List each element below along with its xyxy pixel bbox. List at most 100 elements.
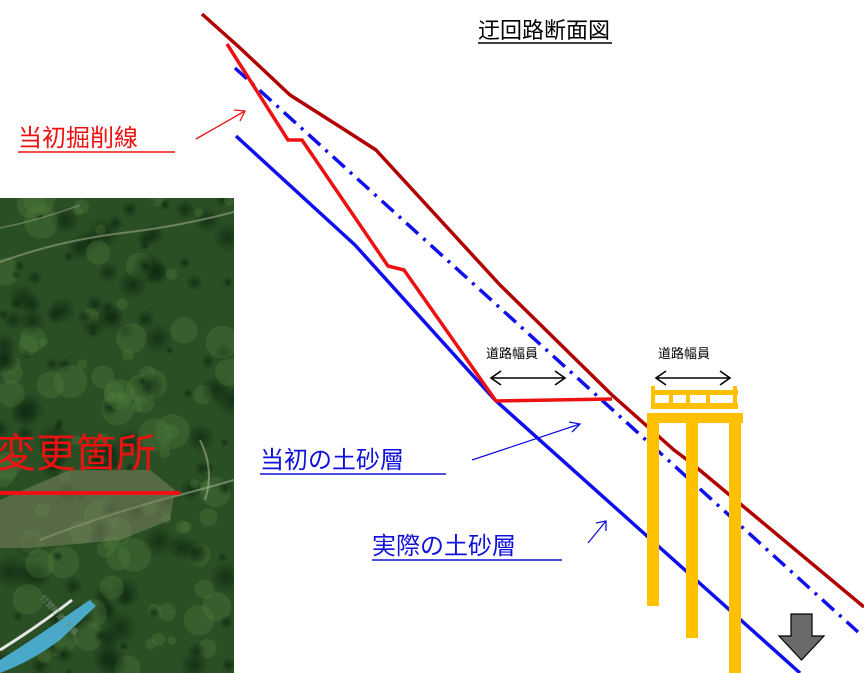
forest-canopy-patch	[116, 323, 147, 354]
forest-canopy-patch	[18, 335, 39, 356]
change-location-label: 変更箇所	[0, 431, 156, 477]
forest-canopy-patch	[13, 260, 26, 273]
forest-canopy-patch	[45, 305, 65, 325]
forest-canopy-patch	[200, 354, 216, 370]
forest-canopy-patch	[186, 641, 207, 661]
forest-canopy-patch	[11, 269, 22, 281]
forest-canopy-patch	[24, 204, 59, 239]
forest-canopy-patch	[39, 338, 48, 347]
forest-canopy-patch	[0, 554, 28, 590]
forest-canopy-patch	[193, 460, 210, 477]
forest-canopy-patch	[106, 546, 131, 571]
bridge-deck-lower	[651, 403, 738, 409]
forest-canopy-patch	[0, 419, 11, 440]
forest-canopy-patch	[217, 551, 228, 563]
bridge-rail	[686, 394, 690, 406]
forest-canopy-patch	[194, 207, 221, 234]
double-headed-arrow-icon	[489, 370, 567, 386]
thin-arrow-icon	[587, 520, 607, 544]
forest-canopy-patch	[145, 638, 156, 650]
forest-canopy-patch	[151, 632, 165, 647]
forest-canopy-patch	[121, 348, 135, 362]
road	[0, 598, 73, 652]
forest-canopy-patch	[174, 199, 196, 221]
bridge-rail	[651, 386, 655, 406]
forest-canopy-patch	[139, 240, 151, 251]
forest-canopy-patch	[95, 646, 129, 673]
forest-canopy-patch	[202, 592, 232, 622]
forest-canopy-patch	[215, 358, 234, 387]
forest-canopy-patch	[62, 575, 84, 597]
forest-canopy-patch	[99, 575, 124, 600]
forest-canopy-patch	[16, 198, 46, 219]
forest-canopy-patch	[9, 398, 39, 428]
forest-canopy-patch	[199, 508, 218, 527]
forest-canopy-patch	[209, 560, 234, 595]
forest-canopy-patch	[131, 402, 143, 413]
forest-canopy-patch	[185, 422, 216, 454]
forest-canopy-patch	[86, 240, 111, 265]
forest-canopy-patch	[23, 198, 55, 216]
forest-canopy-patch	[45, 357, 59, 371]
forest-canopy-patch	[100, 300, 115, 315]
forest-canopy-patch	[27, 564, 52, 589]
forest-canopy-patch	[0, 451, 21, 480]
forest-canopy-patch	[95, 224, 106, 236]
forest-canopy-patch	[154, 414, 190, 450]
forest-canopy-patch	[213, 198, 231, 208]
forest-canopy-patch	[167, 636, 177, 646]
forest-canopy-patch	[36, 422, 72, 458]
forest-canopy-patch	[36, 371, 64, 399]
forest-canopy-patch	[220, 437, 229, 447]
forest-canopy-patch	[26, 269, 43, 286]
forest-track	[0, 204, 81, 229]
forest-canopy-patch	[138, 418, 172, 452]
forest-canopy-patch	[213, 342, 234, 363]
forest-canopy-patch	[107, 390, 116, 400]
forest-canopy-patch	[2, 309, 25, 331]
forest-canopy-patch	[100, 398, 120, 417]
forest-canopy-patch	[132, 370, 165, 403]
forest-canopy-patch	[159, 447, 171, 459]
pile-middle	[686, 413, 698, 638]
diagram-title: 迂回路断面図	[478, 19, 610, 44]
forest-canopy-patch	[214, 383, 234, 419]
forest-canopy-patch	[179, 478, 203, 502]
forest-canopy-patch	[175, 520, 190, 534]
forest-canopy-patch	[91, 365, 115, 389]
forest-track	[199, 439, 210, 501]
forest-canopy-patch	[53, 644, 74, 665]
forest-canopy-patch	[21, 348, 32, 360]
forest-canopy-patch	[140, 261, 150, 271]
forest-canopy-patch	[116, 321, 135, 340]
forest-canopy-patch	[190, 479, 199, 488]
forest-canopy-patch	[71, 435, 82, 446]
forest-canopy-patch	[165, 268, 178, 280]
thin-arrow-icon	[471, 421, 582, 461]
forest-canopy-patch	[63, 251, 75, 263]
forest-canopy-patch	[149, 198, 164, 207]
forest-canopy-patch	[185, 273, 204, 292]
river	[0, 600, 96, 673]
forest-canopy-patch	[117, 392, 130, 404]
bridge-rail	[669, 394, 673, 406]
forest-canopy-patch	[148, 198, 158, 206]
forest-canopy-patch	[180, 521, 192, 533]
initial-soil-layer-label: 当初の土砂層	[260, 446, 404, 474]
forest-canopy-patch	[10, 297, 23, 310]
pile-left	[647, 413, 659, 606]
forest-canopy-patch	[194, 208, 204, 218]
forest-canopy-patch	[121, 200, 139, 218]
clearing	[0, 470, 175, 548]
forest-canopy-patch	[182, 388, 193, 399]
forest-canopy-patch	[80, 314, 106, 340]
aerial-photo-inset: 付替町道 下瀬 変更箇所	[0, 198, 234, 673]
road-width-label-right: 道路幅員	[658, 346, 710, 362]
forest-canopy-patch	[73, 199, 90, 215]
forest-canopy-patch	[118, 591, 134, 607]
bridge-structure	[647, 386, 743, 673]
forest-canopy-patch	[222, 276, 234, 289]
forest-canopy-patch	[115, 428, 145, 458]
forest-canopy-patch	[170, 317, 198, 344]
